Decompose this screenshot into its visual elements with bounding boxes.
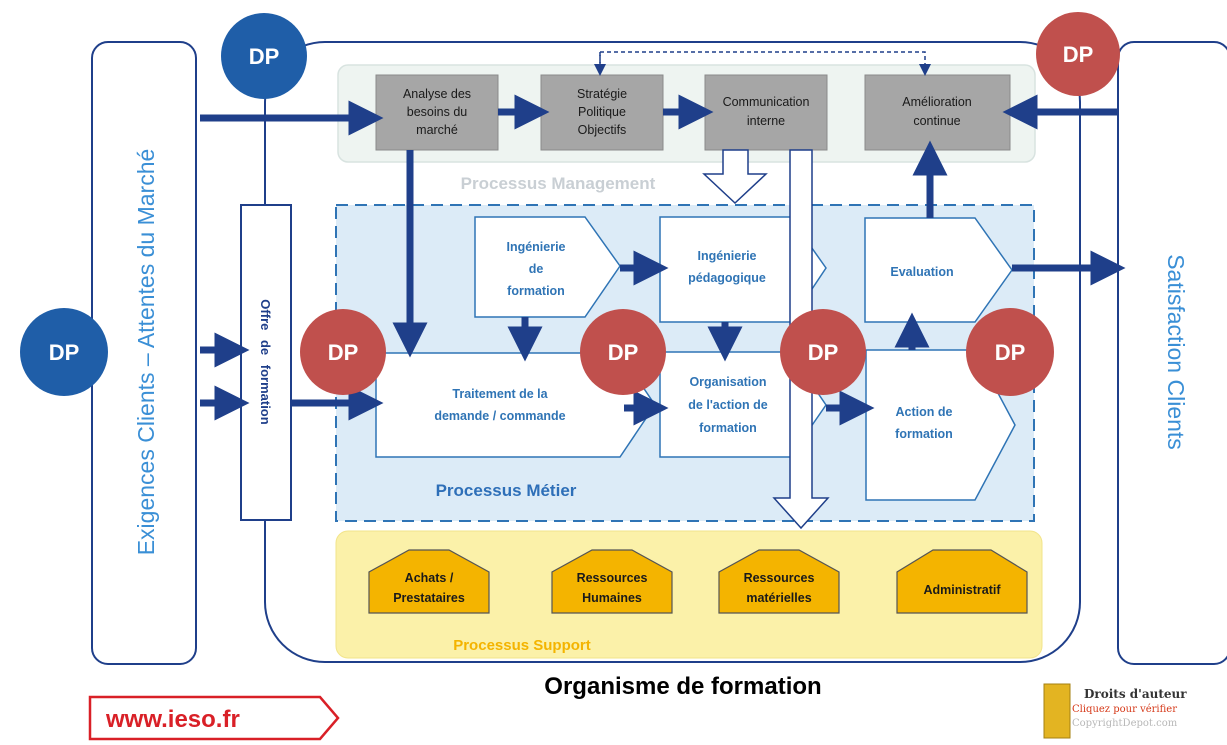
evaluation-l1: Evaluation: [890, 265, 953, 279]
dp-circle-action: [780, 309, 866, 395]
support-rh-l2: Humaines: [582, 591, 642, 605]
copyright-line-1: Droits d'auteur: [1084, 687, 1187, 701]
flow-arrows: [200, 94, 1126, 426]
mgmt-box-analyse: [375, 74, 499, 151]
dp-circle-organisation: [580, 309, 666, 395]
support-administratif-l1: Administratif: [923, 583, 1001, 597]
metier-label: Processus Métier: [436, 481, 577, 500]
organisation-l3: formation: [699, 421, 757, 435]
action-l1: Action de: [896, 405, 953, 419]
support-box-materielles: [718, 549, 840, 614]
mgmt-communication-l1: Communication: [723, 95, 810, 109]
support-rh-l1: Ressources: [577, 571, 648, 585]
offre-text: Offre de formation: [258, 299, 273, 424]
traitement-l2: demande / commande: [434, 409, 565, 423]
url-badge[interactable]: [88, 695, 340, 741]
ing-formation-l3: formation: [507, 284, 565, 298]
ing-pedagogique-l1: Ingénierie: [697, 249, 756, 263]
copyright-seal: [1043, 683, 1071, 739]
support-box-administratif: [896, 549, 1028, 614]
dp-label-left: DP: [49, 340, 80, 365]
support-materielles-l2: matérielles: [746, 591, 811, 605]
ing-formation-l2: de: [529, 262, 544, 276]
right-panel: [1117, 41, 1227, 665]
dp-label-traitement: DP: [328, 340, 359, 365]
dp-circle-left: [20, 308, 108, 396]
dp-label-top-left: DP: [249, 44, 280, 69]
url-text[interactable]: www.ieso.fr: [105, 706, 240, 733]
support-band: [335, 530, 1043, 659]
dp-label-action: DP: [808, 340, 839, 365]
mgmt-strategie-l1: Stratégie: [577, 87, 627, 101]
copyright-line-2: Cliquez pour vérifier: [1072, 704, 1177, 715]
organisation-l1: Organisation: [689, 375, 766, 389]
support-label: Processus Support: [453, 637, 591, 654]
organisme-title: Organisme de formation: [544, 673, 821, 700]
support-box-achats: [368, 549, 490, 614]
mgmt-analyse-l3: marché: [416, 123, 458, 137]
dp-circle-evaluation: [966, 308, 1054, 396]
traitement-box: [375, 352, 656, 458]
support-achats-l1: Achats /: [405, 571, 454, 585]
mgmt-strategie-l2: Politique: [578, 105, 626, 119]
dp-label-organisation: DP: [608, 340, 639, 365]
traitement-l1: Traitement de la: [452, 387, 548, 401]
support-achats-l2: Prestataires: [393, 591, 465, 605]
dp-circles: DP DP DP DP DP DP DP: [20, 12, 1120, 396]
mgmt-analyse-l2: besoins du: [407, 105, 468, 119]
dp-circle-top-right: [1036, 12, 1120, 96]
ingenierie-formation-box: [474, 216, 621, 318]
dp-label-top-right: DP: [1063, 42, 1094, 67]
mgmt-analyse-l1: Analyse des: [403, 87, 471, 101]
copyright-line-3: CopyrightDepot.com: [1072, 718, 1178, 729]
dp-circle-traitement: [300, 309, 386, 395]
organisation-l2: de l'action de: [688, 398, 767, 412]
action-box: [865, 349, 1016, 501]
dp-circle-top-left: [221, 13, 307, 99]
dp-label-evaluation: DP: [995, 340, 1026, 365]
copyright-badge[interactable]: Droits d'auteur Cliquez pour vérifier Co…: [1043, 683, 1187, 739]
mgmt-amelioration-l2: continue: [913, 114, 960, 128]
mgmt-box-communication: [704, 74, 828, 151]
mgmt-communication-l2: interne: [747, 114, 785, 128]
ing-formation-l1: Ingénierie: [506, 240, 565, 254]
hollow-arrow-short: [702, 149, 768, 205]
mgmt-amelioration-l1: Amélioration: [902, 95, 972, 109]
ing-pedagogique-l2: pédagogique: [688, 271, 766, 285]
left-panel-text: Exigences Clients – Attentes du Marché: [133, 149, 159, 556]
mgmt-box-amelioration: [864, 74, 1011, 151]
support-materielles-l1: Ressources: [744, 571, 815, 585]
right-panel-text: Satisfaction Clients: [1163, 254, 1189, 450]
mgmt-strategie-l3: Objectifs: [578, 123, 627, 137]
support-box-rh: [551, 549, 673, 614]
management-label: Processus Management: [461, 174, 656, 193]
evaluation-box: [864, 217, 1013, 323]
action-l2: formation: [895, 427, 953, 441]
